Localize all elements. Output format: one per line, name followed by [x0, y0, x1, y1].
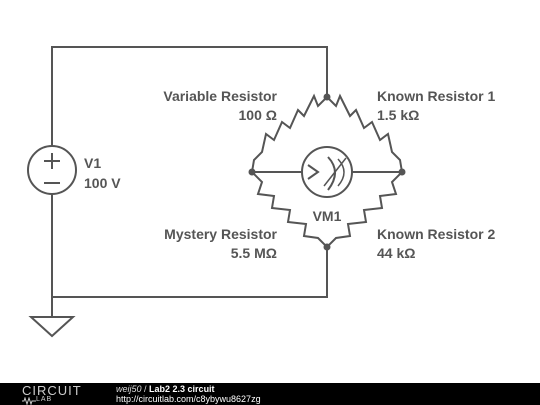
circuit-url-link[interactable]: http://circuitlab.com/c8ybywu8627zg — [116, 394, 261, 404]
variable-resistor-value-label: 100 Ω — [239, 107, 277, 123]
meta-separator: / — [141, 384, 150, 394]
ground-symbol — [28, 316, 76, 338]
left-node — [248, 168, 256, 176]
variable-resistor-name-label: Variable Resistor — [163, 88, 277, 104]
circuitlab-logo[interactable]: CIRCUIT LAB — [22, 383, 102, 405]
top-node — [323, 93, 331, 101]
footer-bar: CIRCUIT LAB weij50 / Lab2 2.3 circuit ht… — [0, 383, 540, 405]
author-link[interactable]: weij50 — [116, 384, 142, 394]
mystery-resistor-value-label: 5.5 MΩ — [231, 245, 277, 261]
right-node — [398, 168, 406, 176]
v1-name-label: V1 — [84, 155, 101, 171]
circuit-meta: weij50 / Lab2 2.3 circuit http://circuit… — [116, 384, 261, 404]
variable-resistor-symbol — [250, 93, 329, 174]
known-resistor-1-value-label: 1.5 kΩ — [377, 107, 419, 123]
logo-text-top: CIRCUIT — [22, 383, 82, 398]
voltage-source-v1 — [27, 145, 77, 195]
bottom-node — [323, 243, 331, 251]
logo-text-bottom: LAB — [36, 396, 53, 403]
voltmeter-vm1 — [301, 146, 353, 198]
voltmeter-name-label: VM1 — [313, 208, 342, 224]
mystery-resistor-name-label: Mystery Resistor — [164, 226, 277, 242]
known-resistor-2-value-label: 44 kΩ — [377, 245, 415, 261]
circuit-title-link[interactable]: Lab2 2.3 circuit — [149, 384, 215, 394]
bottom-wire — [51, 191, 328, 298]
known-resistor-2-symbol — [325, 170, 404, 249]
top-wire — [51, 46, 328, 169]
logo-wave-icon — [22, 397, 36, 405]
known-resistor-1-name-label: Known Resistor 1 — [377, 88, 495, 104]
known-resistor-1-symbol — [325, 93, 404, 174]
v1-value-label: 100 V — [84, 175, 121, 191]
circuit-schematic: V1 100 V Variable Resistor 100 Ω Known R… — [27, 46, 495, 338]
mystery-resistor-symbol — [250, 170, 329, 249]
known-resistor-2-name-label: Known Resistor 2 — [377, 226, 495, 242]
